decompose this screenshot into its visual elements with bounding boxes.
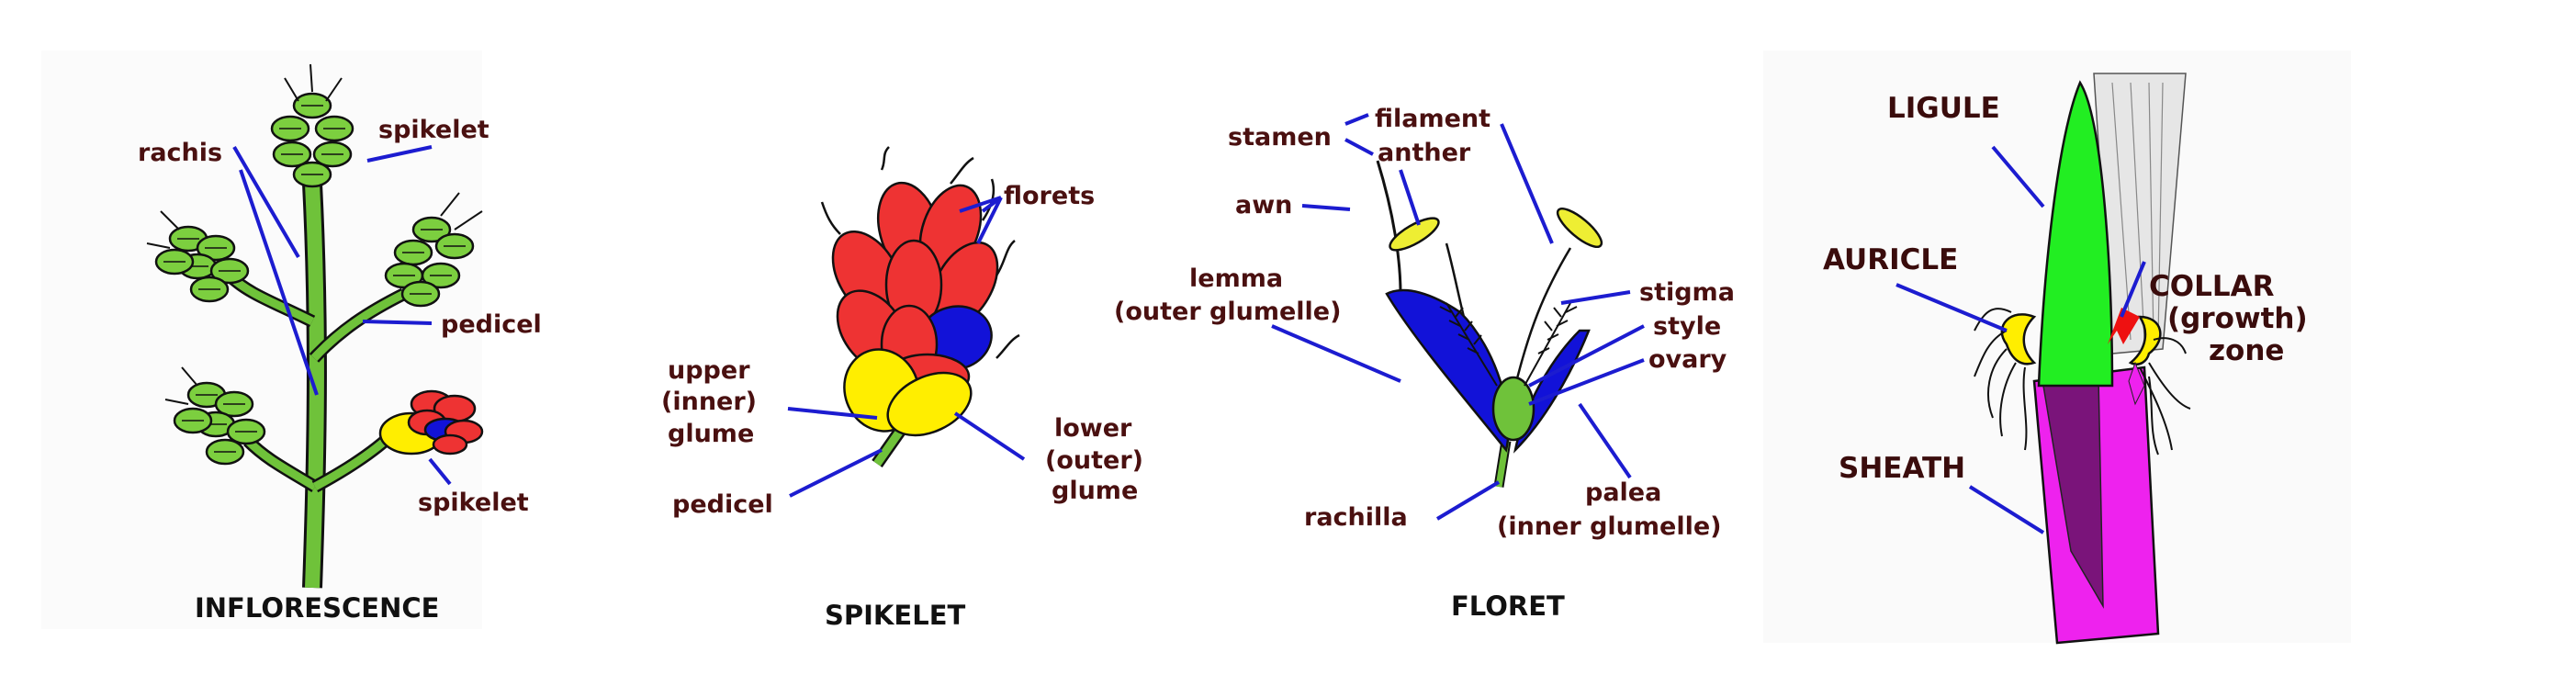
spikelet-cluster-left-upper: [146, 210, 250, 303]
stigma-right: [1524, 302, 1578, 387]
label-florets: florets: [1004, 182, 1095, 210]
leader-filament: [1500, 123, 1554, 244]
label-palea-1: palea: [1585, 478, 1661, 507]
leader-spikelet-pedicel: [789, 448, 883, 498]
label-spikelet-pedicel: pedicel: [672, 490, 773, 519]
leader-auricle: [1895, 283, 2008, 332]
leader-anther: [1399, 169, 1421, 226]
leader-spikelet-bottom: [428, 457, 452, 486]
leader-awn: [1301, 204, 1351, 211]
label-upper-2: (inner): [661, 388, 757, 416]
branch-right-upper: [310, 289, 407, 362]
spikelet-colored: [378, 389, 484, 455]
leader-style: [1528, 324, 1645, 388]
label-ovary: ovary: [1648, 345, 1727, 374]
inflorescence-panel: rachis spikelet pedicel spikelet INFLORE…: [41, 51, 542, 629]
label-rachis: rachis: [138, 139, 222, 167]
leader-rachis-a: [232, 145, 300, 259]
label-lower-1: lower: [1054, 414, 1132, 443]
label-rachilla: rachilla: [1304, 503, 1408, 532]
label-collar-1: COLLAR: [2149, 270, 2275, 303]
spikelet-cluster-right: [384, 192, 483, 308]
leader-lower-glume: [953, 411, 1026, 461]
label-collar-3: zone: [2209, 334, 2284, 367]
label-upper-1: upper: [668, 356, 750, 385]
label-auricle: AURICLE: [1823, 243, 1958, 276]
caption-inflorescence: INFLORESCENCE: [195, 592, 439, 624]
label-anther: anther: [1378, 139, 1471, 167]
spikelet-cluster-top: [270, 63, 354, 188]
label-filament: filament: [1375, 105, 1490, 133]
awn: [1376, 160, 1402, 295]
label-stamen: stamen: [1228, 123, 1332, 152]
leader-collar: [2120, 261, 2146, 318]
panel-background: [41, 51, 482, 629]
leader-palea: [1578, 402, 1632, 479]
leader-stamen-b: [1344, 138, 1374, 156]
lower-glume: [886, 371, 973, 437]
leader-rachilla: [1435, 480, 1501, 521]
leader-rachis-b: [239, 169, 319, 396]
label-ligule: LIGULE: [1887, 92, 2000, 125]
palea: [1513, 329, 1591, 454]
anther-left: [1389, 217, 1440, 252]
auricle-hairs: [1974, 308, 2191, 455]
label-lower-3: glume: [1052, 477, 1138, 505]
leader-stamen-a: [1344, 113, 1369, 126]
label-style: style: [1653, 312, 1721, 341]
label-palea-2: (inner glumelle): [1497, 512, 1721, 541]
leader-pedicel: [362, 320, 433, 325]
leader-sheath: [1968, 485, 2045, 534]
label-pedicel: pedicel: [441, 310, 542, 339]
leader-ligule: [1991, 145, 2045, 208]
label-spikelet-top: spikelet: [378, 116, 489, 144]
label-lemma-2: (outer glumelle): [1114, 298, 1341, 326]
leaf-collar-panel: LIGULE AURICLE COLLAR (growth) zone SHEA…: [1763, 51, 2351, 645]
collar-arrow: [2108, 308, 2140, 344]
label-upper-3: glume: [668, 420, 754, 448]
spikelet-cluster-left-lower: [164, 366, 266, 466]
ovary: [1491, 376, 1535, 442]
leader-lemma: [1271, 324, 1401, 383]
label-collar-2: (growth): [2167, 302, 2308, 335]
spikelet-panel: florets upper (inner) glume lower (outer…: [661, 146, 1143, 631]
branch-left-lower: [244, 437, 318, 490]
caption-floret: FLORET: [1451, 590, 1565, 622]
stigma-left: [1439, 302, 1498, 387]
label-lemma-1: lemma: [1189, 264, 1283, 293]
label-lower-2: (outer): [1045, 446, 1143, 475]
label-stigma: stigma: [1639, 278, 1735, 307]
leader-upper-glume: [787, 407, 878, 420]
auricle-left: [2000, 313, 2037, 365]
leader-ovary: [1528, 358, 1645, 406]
ligule: [2037, 80, 2114, 388]
lemma: [1385, 288, 1510, 453]
label-spikelet-bottom: spikelet: [418, 489, 529, 517]
auricle-right: [2128, 315, 2162, 365]
floret-panel: stamen filament anther awn lemma (outer …: [1114, 105, 1735, 622]
anther-right: [1556, 208, 1603, 248]
leader-florets-c: [959, 196, 1002, 213]
leader-florets-a: [976, 197, 1003, 244]
label-awn: awn: [1235, 191, 1292, 219]
leader-spikelet-top: [366, 145, 433, 163]
label-sheath: SHEATH: [1839, 452, 1965, 485]
leader-stigma: [1560, 290, 1631, 305]
caption-spikelet: SPIKELET: [825, 600, 966, 631]
